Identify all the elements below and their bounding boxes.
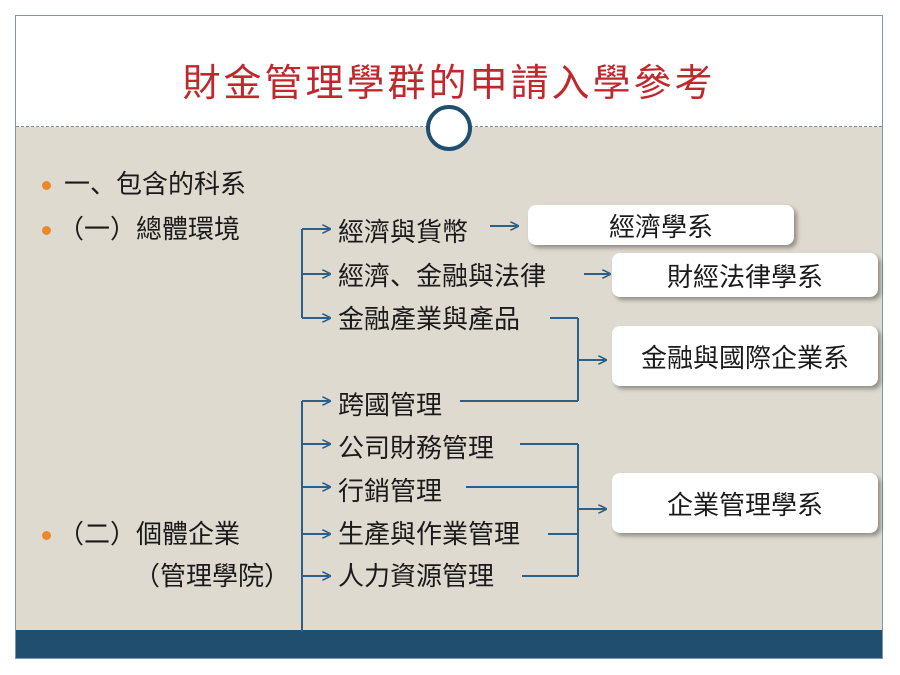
ring-ornament-icon xyxy=(426,105,472,151)
subject-economics-monetary: 經濟與貨幣 xyxy=(338,218,469,248)
subject-human-resources: 人力資源管理 xyxy=(338,562,495,592)
subject-international-management: 跨國管理 xyxy=(338,391,443,421)
bullet-macro-environment: （一）總體環境 xyxy=(58,215,241,245)
bullet-dot xyxy=(42,531,51,540)
subject-operations-management: 生產與作業管理 xyxy=(338,520,521,550)
bullet-management-college: （管理學院） xyxy=(134,562,291,592)
slide-title: 財金管理學群的申請入學參考 xyxy=(182,61,716,105)
bullet-included-departments: 一、包含的科系 xyxy=(64,170,247,200)
bullet-dot xyxy=(42,181,51,190)
subject-economics-finance-law: 經濟、金融與法律 xyxy=(338,262,547,292)
footer-band xyxy=(16,630,882,658)
dept-box-business-administration: 企業管理學系 xyxy=(612,473,878,533)
dept-box-economics: 經濟學系 xyxy=(528,205,794,245)
bullet-dot xyxy=(42,226,51,235)
subject-marketing: 行銷管理 xyxy=(338,477,443,507)
dept-label-finance-international: 金融與國際企業系 xyxy=(640,343,849,374)
bullet-micro-enterprise: （二）個體企業 xyxy=(58,520,241,550)
subject-financial-industry: 金融產業與產品 xyxy=(338,305,521,335)
dept-label-business-administration: 企業管理學系 xyxy=(666,490,823,521)
subject-corporate-finance: 公司財務管理 xyxy=(338,434,495,464)
dept-label-economics: 經濟學系 xyxy=(608,212,713,243)
dept-label-finance-law: 財經法律學系 xyxy=(666,262,823,293)
dept-box-finance-international: 金融與國際企業系 xyxy=(612,326,878,386)
dept-box-finance-law: 財經法律學系 xyxy=(612,253,878,297)
